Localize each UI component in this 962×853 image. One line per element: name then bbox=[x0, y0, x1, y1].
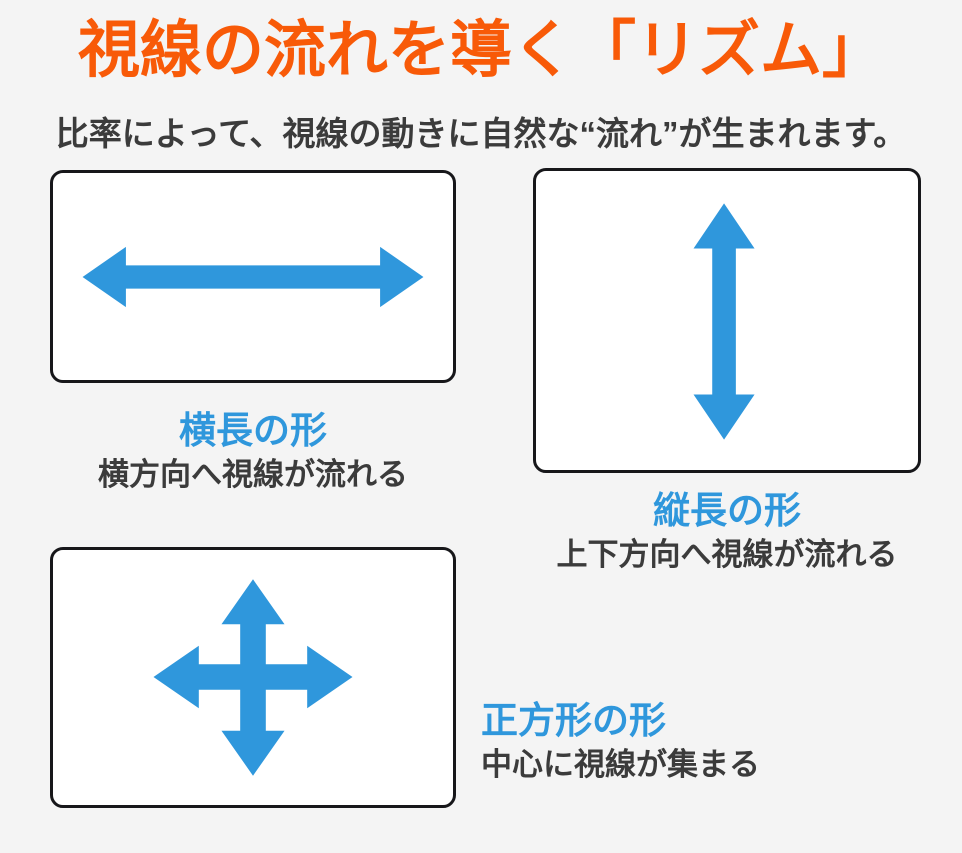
card-horizontal-shape bbox=[50, 170, 456, 383]
card-vertical-shape bbox=[533, 168, 921, 473]
caption-description-vertical: 上下方向へ視線が流れる bbox=[556, 537, 898, 572]
page-title: 視線の流れを導く「リズム」 bbox=[77, 16, 884, 85]
caption-heading-horizontal: 横長の形 bbox=[179, 410, 327, 451]
caption-vertical-shape: 縦長の形 上下方向へ視線が流れる bbox=[533, 488, 921, 576]
double-arrow-vertical-icon bbox=[693, 203, 755, 440]
caption-heading-vertical: 縦長の形 bbox=[653, 490, 801, 531]
caption-square-shape: 正方形の形 中心に視線が集まる bbox=[481, 698, 941, 786]
page-subtitle: 比率によって、視線の動きに自然な“流れ”が生まれます。 bbox=[55, 115, 907, 152]
caption-heading-square: 正方形の形 bbox=[481, 700, 666, 741]
caption-description-horizontal: 横方向へ視線が流れる bbox=[98, 457, 408, 492]
double-arrow-horizontal-icon bbox=[82, 246, 424, 308]
caption-description-square: 中心に視線が集まる bbox=[481, 747, 760, 782]
card-square-shape bbox=[50, 547, 456, 808]
caption-horizontal-shape: 横長の形 横方向へ視線が流れる bbox=[50, 408, 456, 496]
four-way-arrow-icon bbox=[153, 579, 353, 776]
